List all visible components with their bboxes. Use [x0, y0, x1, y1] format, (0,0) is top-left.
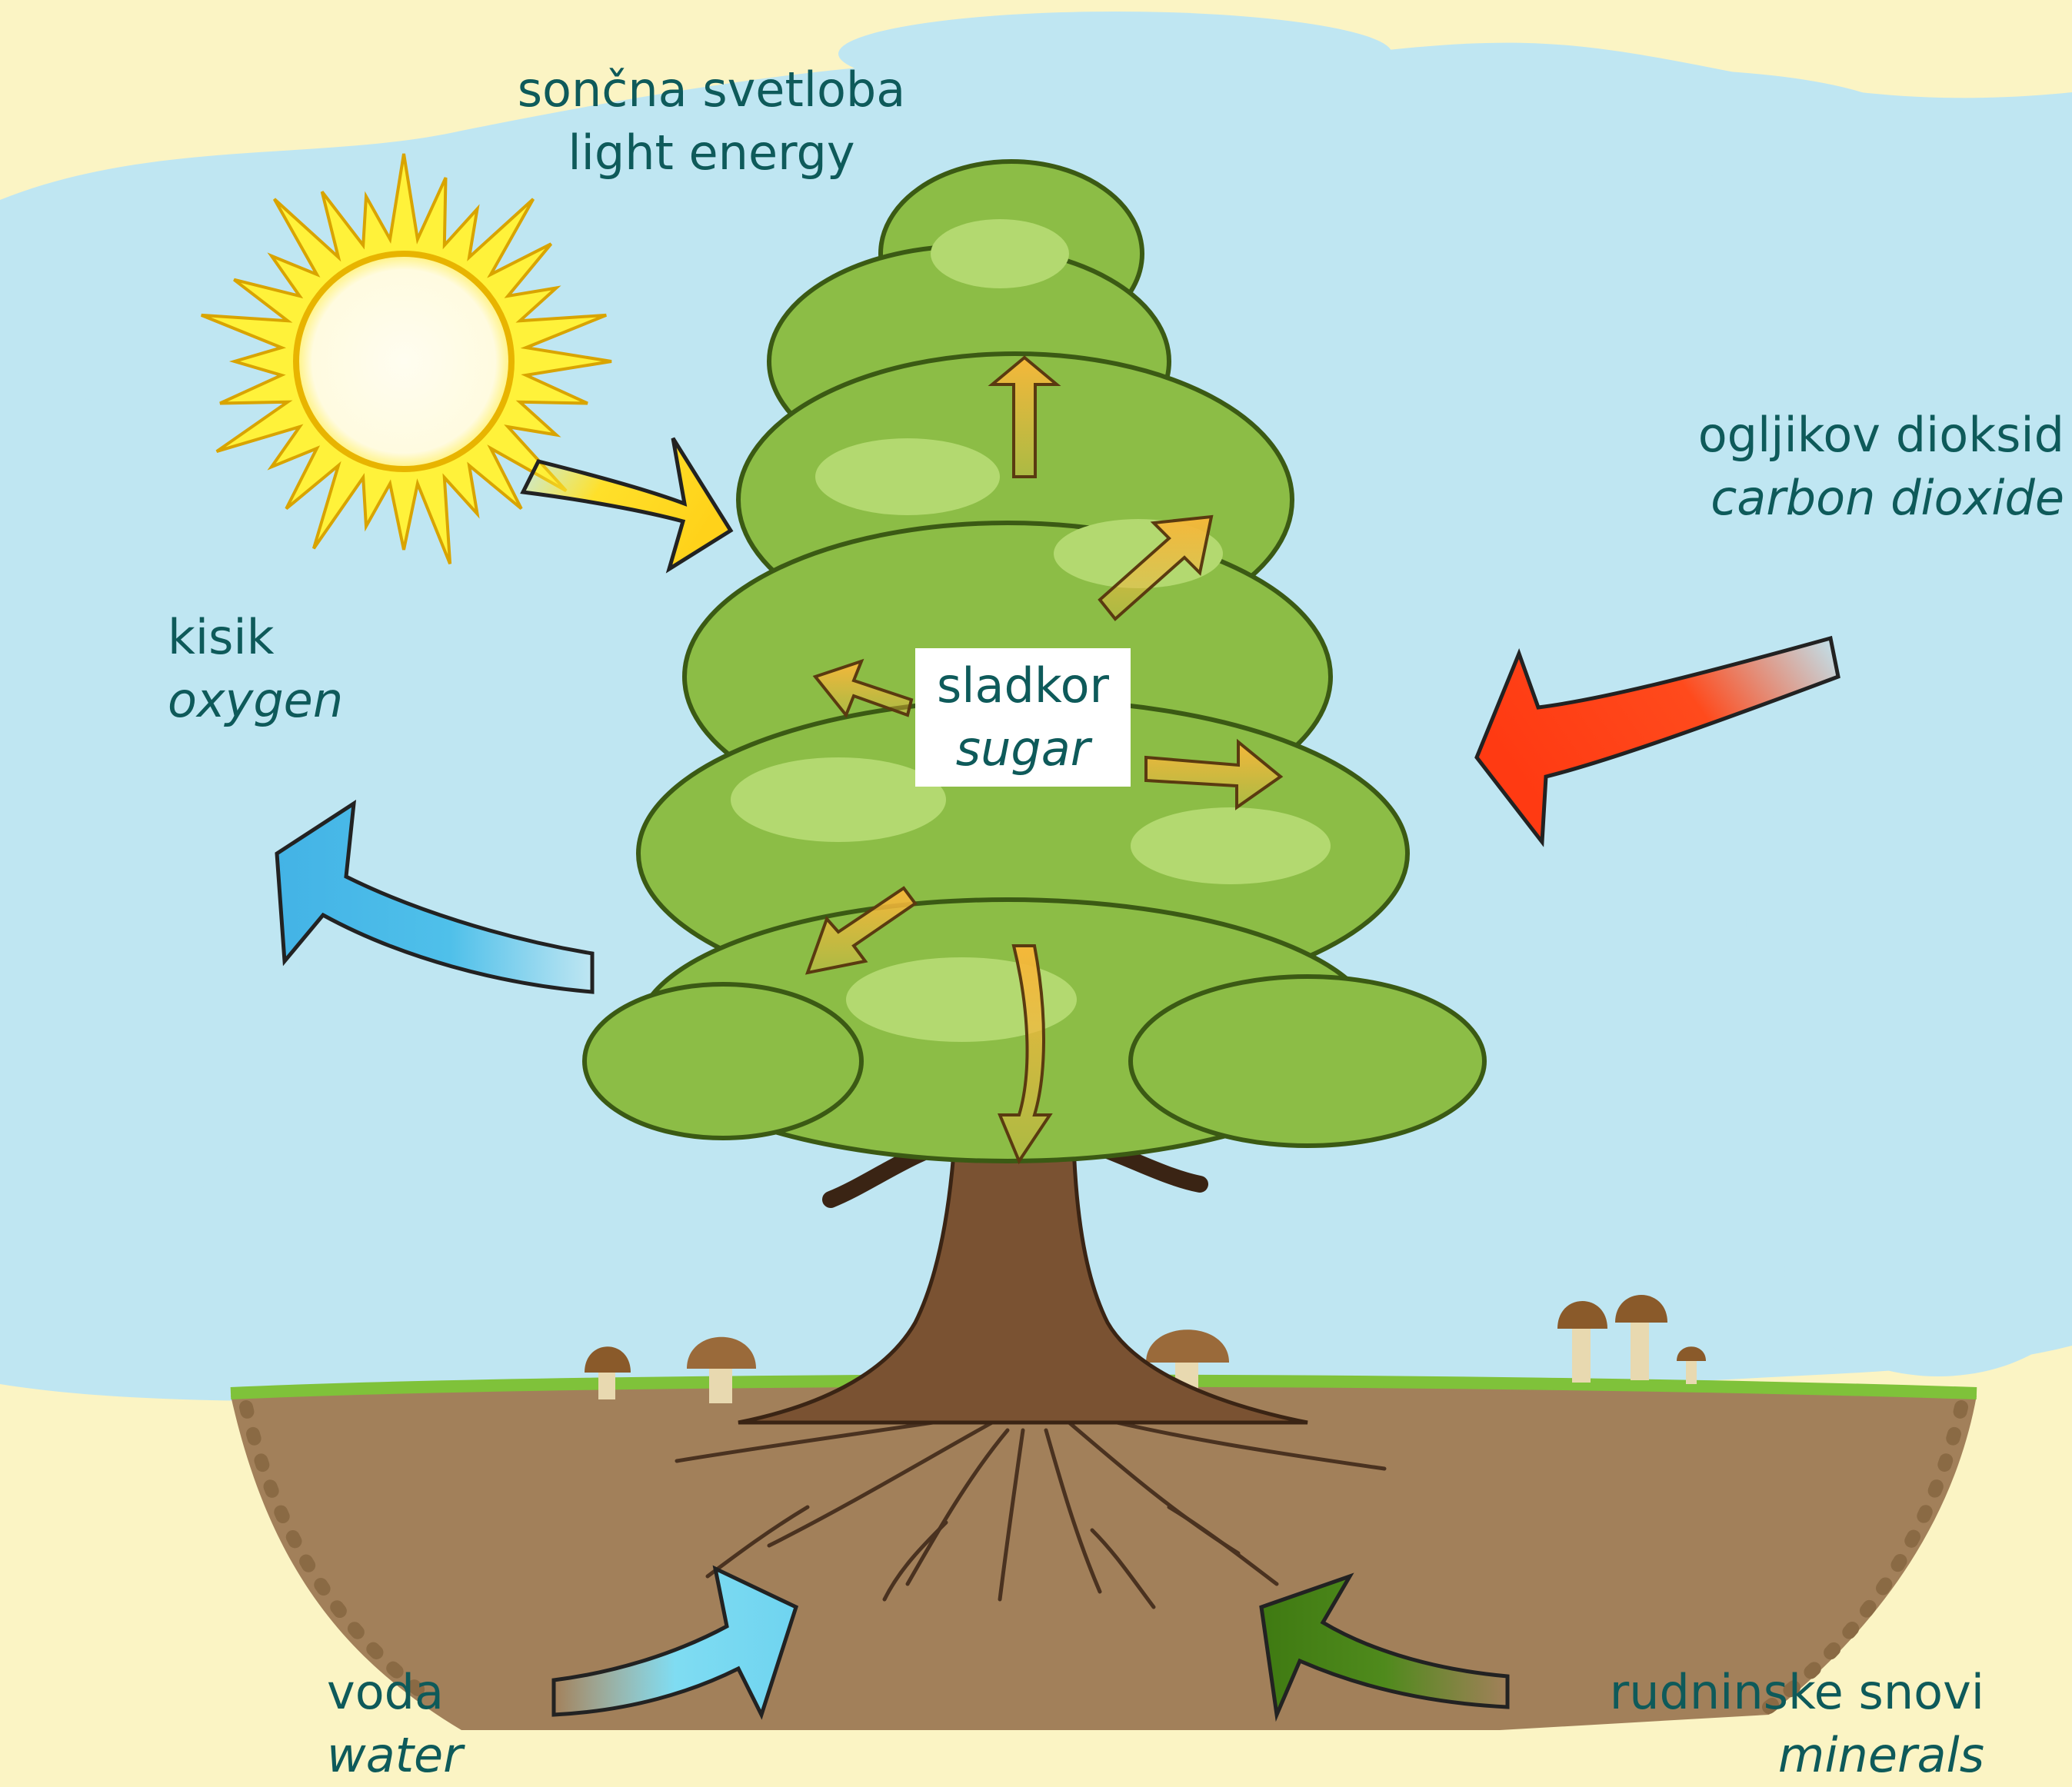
water-en: water — [327, 1724, 463, 1787]
label-sugar: sladkor sugar — [915, 648, 1131, 787]
label-minerals: rudninske snovi minerals — [1538, 1661, 1984, 1787]
oxygen-en: oxygen — [168, 669, 343, 732]
minerals-sl: rudninske snovi — [1538, 1661, 1984, 1724]
label-water: voda water — [327, 1661, 463, 1787]
label-oxygen: kisik oxygen — [168, 606, 343, 732]
carbon-dioxide-sl: ogljikov dioksid — [1654, 404, 2064, 467]
sugar-sl: sladkor — [915, 654, 1131, 717]
light-energy-en: light energy — [500, 121, 923, 185]
label-carbon-dioxide: ogljikov dioksid carbon dioxide — [1654, 404, 2064, 530]
oxygen-sl: kisik — [168, 606, 343, 669]
minerals-en: minerals — [1538, 1724, 1984, 1787]
water-sl: voda — [327, 1661, 463, 1724]
label-light-energy: sončna svetloba light energy — [500, 58, 923, 185]
light-energy-sl: sončna svetloba — [500, 58, 923, 121]
carbon-dioxide-en: carbon dioxide — [1654, 467, 2064, 530]
sugar-en: sugar — [915, 717, 1131, 780]
